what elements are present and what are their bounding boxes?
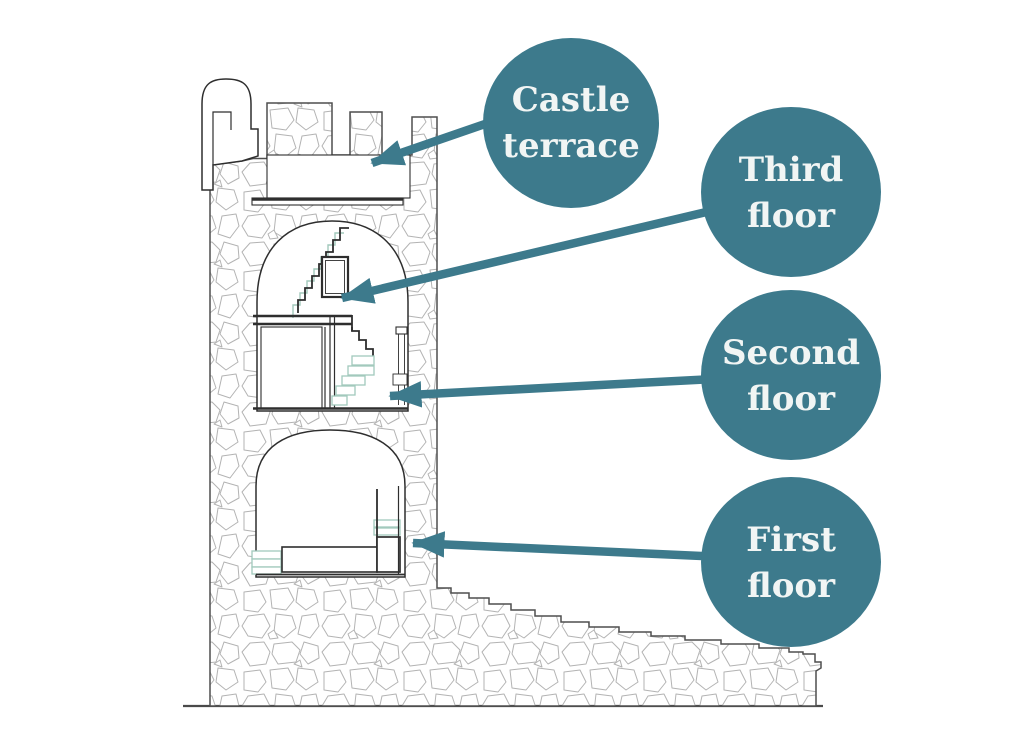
second-floor-staircase <box>351 327 374 356</box>
bubble-label-line: Second <box>722 333 860 373</box>
third-floor-staircase <box>297 227 349 313</box>
bubble-label-line: floor <box>747 566 836 606</box>
stair-step-accent <box>251 566 282 575</box>
callout-castle-terrace: Castle terrace <box>483 38 659 208</box>
bubble-label-line: floor <box>747 379 836 419</box>
callout-first-floor: First floor <box>701 477 881 647</box>
third-and-second-floor <box>253 220 409 412</box>
bubble-label-line: Third <box>739 150 844 190</box>
stair-step-accent <box>373 527 401 536</box>
bubble-label-line: floor <box>747 196 836 236</box>
bubble-castle-terrace <box>483 38 659 208</box>
callout-second-floor: Second floor <box>701 290 881 460</box>
second-floor-panel <box>260 326 323 410</box>
callout-third-floor: Third floor <box>701 107 881 277</box>
stair-step-accent <box>331 395 348 406</box>
window-recess-sill <box>392 373 408 386</box>
stair-step-accent <box>373 519 401 528</box>
bubble-third-floor <box>701 107 881 277</box>
first-floor-vault <box>255 429 406 578</box>
terrace-room <box>251 154 411 206</box>
first-floor-room <box>251 429 406 578</box>
stair-step-accent <box>351 355 375 366</box>
bubble-label-line: First <box>746 520 836 560</box>
bubble-second-floor <box>701 290 881 460</box>
tower-drawing <box>183 78 823 708</box>
turret-slot <box>212 111 232 165</box>
turret <box>201 78 259 191</box>
bubble-label-line: terrace <box>502 126 640 166</box>
bubble-label-line: Castle <box>512 80 631 120</box>
stair-step-accent <box>251 550 282 560</box>
stair-step-accent <box>251 558 282 568</box>
stair-step-accent <box>335 385 356 396</box>
window-recess-cap <box>395 326 408 335</box>
turret-dome <box>201 78 259 191</box>
stair-step-accent <box>347 365 375 376</box>
third-floor-doorway-inner <box>325 260 345 294</box>
stair-step-accent <box>341 375 366 386</box>
first-floor-platform <box>281 546 378 573</box>
first-floor-pillar <box>376 536 401 573</box>
bubble-first-floor <box>701 477 881 647</box>
terrace-floor-slab <box>251 197 404 206</box>
